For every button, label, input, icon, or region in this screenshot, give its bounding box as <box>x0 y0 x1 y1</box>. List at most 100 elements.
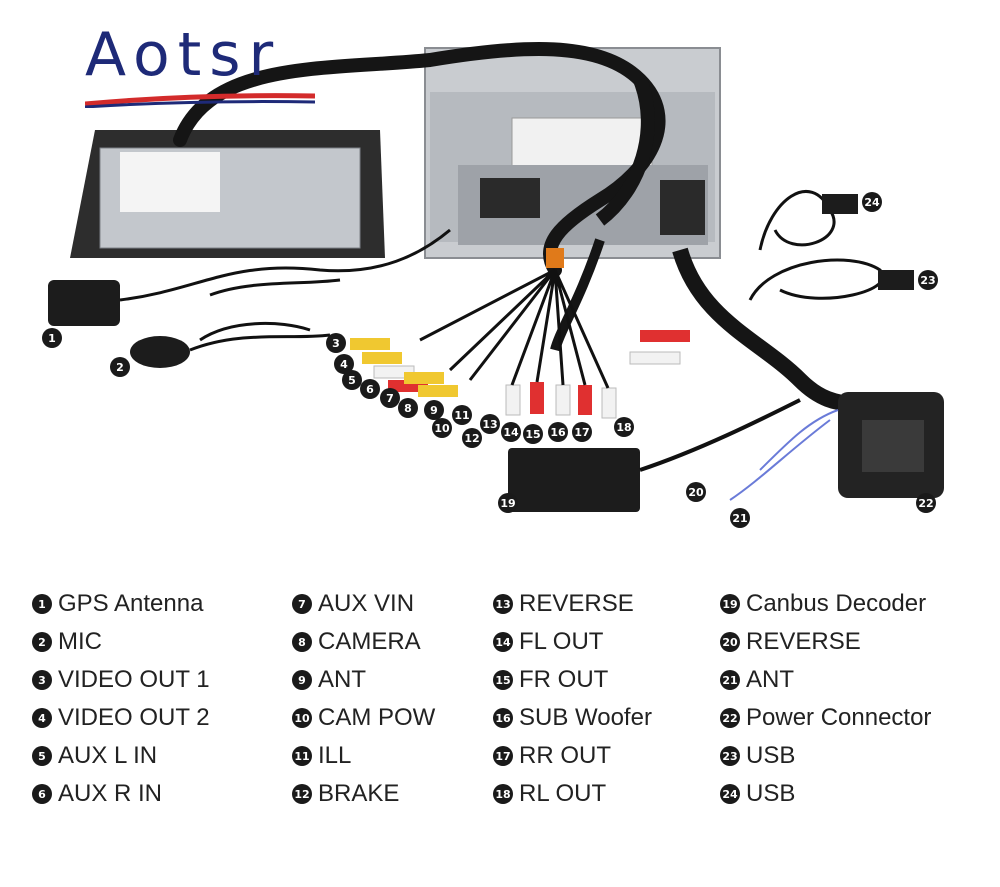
legend-label: ANT <box>746 666 794 693</box>
legend-item: 5 AUX L IN <box>32 737 210 775</box>
legend-number-badge: 10 <box>292 708 312 728</box>
gps-antenna-icon <box>48 228 451 326</box>
legend-label: AUX VIN <box>318 590 415 617</box>
callout-23: 23 <box>918 270 938 290</box>
brand-swoosh-icon <box>85 93 315 108</box>
callout-7: 7 <box>380 388 400 408</box>
legend-item: 6 AUX R IN <box>32 775 210 813</box>
usb-cable-icon <box>748 190 914 301</box>
legend-label: Canbus Decoder <box>746 590 927 617</box>
dash-frame <box>70 130 385 258</box>
legend-number-badge: 17 <box>493 746 513 766</box>
legend-item: 9 ANT <box>292 661 435 699</box>
legend-label: ILL <box>318 742 352 769</box>
legend-item: 20 REVERSE <box>720 623 931 661</box>
legend-item: 4 VIDEO OUT 2 <box>32 699 210 737</box>
wiring-diagram-illustration <box>48 41 944 512</box>
mic-icon <box>130 322 331 368</box>
legend-label: RR OUT <box>519 742 611 769</box>
legend-number-badge: 9 <box>292 670 312 690</box>
legend-number-badge: 1 <box>32 594 52 614</box>
callout-16: 16 <box>548 422 568 442</box>
callout-14: 14 <box>501 422 521 442</box>
legend-number-badge: 18 <box>493 784 513 804</box>
callout-19: 19 <box>498 493 518 513</box>
legend-item: 19 Canbus Decoder <box>720 585 931 623</box>
legend-number-badge: 23 <box>720 746 740 766</box>
legend-item: 23 USB <box>720 737 931 775</box>
legend-number-badge: 22 <box>720 708 740 728</box>
rca-connectors <box>350 248 617 419</box>
callout-3: 3 <box>326 333 346 353</box>
legend-item: 7 AUX VIN <box>292 585 435 623</box>
callout-12: 12 <box>462 428 482 448</box>
legend-label: BRAKE <box>318 780 400 807</box>
product-photo: Aotsr 1 2 3 4 5 6 7 8 9 10 11 12 13 14 1… <box>42 20 944 528</box>
legend-number-badge: 2 <box>32 632 52 652</box>
legend-item: 22 Power Connector <box>720 699 931 737</box>
callout-4: 4 <box>334 354 354 374</box>
callout-10: 10 <box>432 418 452 438</box>
callout-18: 18 <box>614 417 634 437</box>
legend-number-badge: 12 <box>292 784 312 804</box>
legend-number-badge: 3 <box>32 670 52 690</box>
callout-5: 5 <box>342 370 362 390</box>
legend-label: USB <box>746 780 796 807</box>
legend-item: 13 REVERSE <box>493 585 652 623</box>
legend-number-badge: 6 <box>32 784 52 804</box>
legend-item: 10 CAM POW <box>292 699 435 737</box>
legend-label: CAM POW <box>318 704 436 731</box>
legend-number-badge: 16 <box>493 708 513 728</box>
brand-logo: Aotsr <box>85 20 315 120</box>
legend-number-badge: 14 <box>493 632 513 652</box>
legend-number-badge: 13 <box>493 594 513 614</box>
legend-item: 8 CAMERA <box>292 623 435 661</box>
radio-unit-icon <box>424 47 721 259</box>
callout-22: 22 <box>916 493 936 513</box>
legend-item: 17 RR OUT <box>493 737 652 775</box>
callout-20: 20 <box>686 482 706 502</box>
legend-label: Power Connector <box>746 704 932 731</box>
legend-number-badge: 20 <box>720 632 740 652</box>
callout-17: 17 <box>572 422 592 442</box>
legend-label: AUX L IN <box>58 742 158 769</box>
brand-name: Aotsr <box>85 20 282 90</box>
legend-label: FR OUT <box>519 666 609 693</box>
legend-number-badge: 7 <box>292 594 312 614</box>
legend-label: ANT <box>318 666 366 693</box>
callout-11: 11 <box>452 405 472 425</box>
legend-number-badge: 19 <box>720 594 740 614</box>
legend-number-badge: 8 <box>292 632 312 652</box>
power-connector-icon <box>729 392 944 501</box>
legend-label: USB <box>746 742 796 769</box>
legend-label: FL OUT <box>519 628 604 655</box>
callout-2: 2 <box>110 357 130 377</box>
legend-label: REVERSE <box>519 590 634 617</box>
legend-item: 16 SUB Woofer <box>493 699 652 737</box>
canbus-decoder-icon <box>508 398 801 512</box>
callout-6: 6 <box>360 379 380 399</box>
callout-8: 8 <box>398 398 418 418</box>
legend-label: AUX R IN <box>58 780 163 807</box>
legend-label: REVERSE <box>746 628 861 655</box>
legend-label: GPS Antenna <box>58 590 204 617</box>
legend-label: VIDEO OUT 1 <box>58 666 210 693</box>
legend-label: VIDEO OUT 2 <box>58 704 210 731</box>
legend-label: SUB Woofer <box>519 704 652 731</box>
legend-label: CAMERA <box>318 628 421 655</box>
callout-1: 1 <box>42 328 62 348</box>
legend-item: 1 GPS Antenna <box>32 585 210 623</box>
callout-13: 13 <box>480 414 500 434</box>
callout-15: 15 <box>523 424 543 444</box>
legend-number-badge: 4 <box>32 708 52 728</box>
legend-number-badge: 5 <box>32 746 52 766</box>
